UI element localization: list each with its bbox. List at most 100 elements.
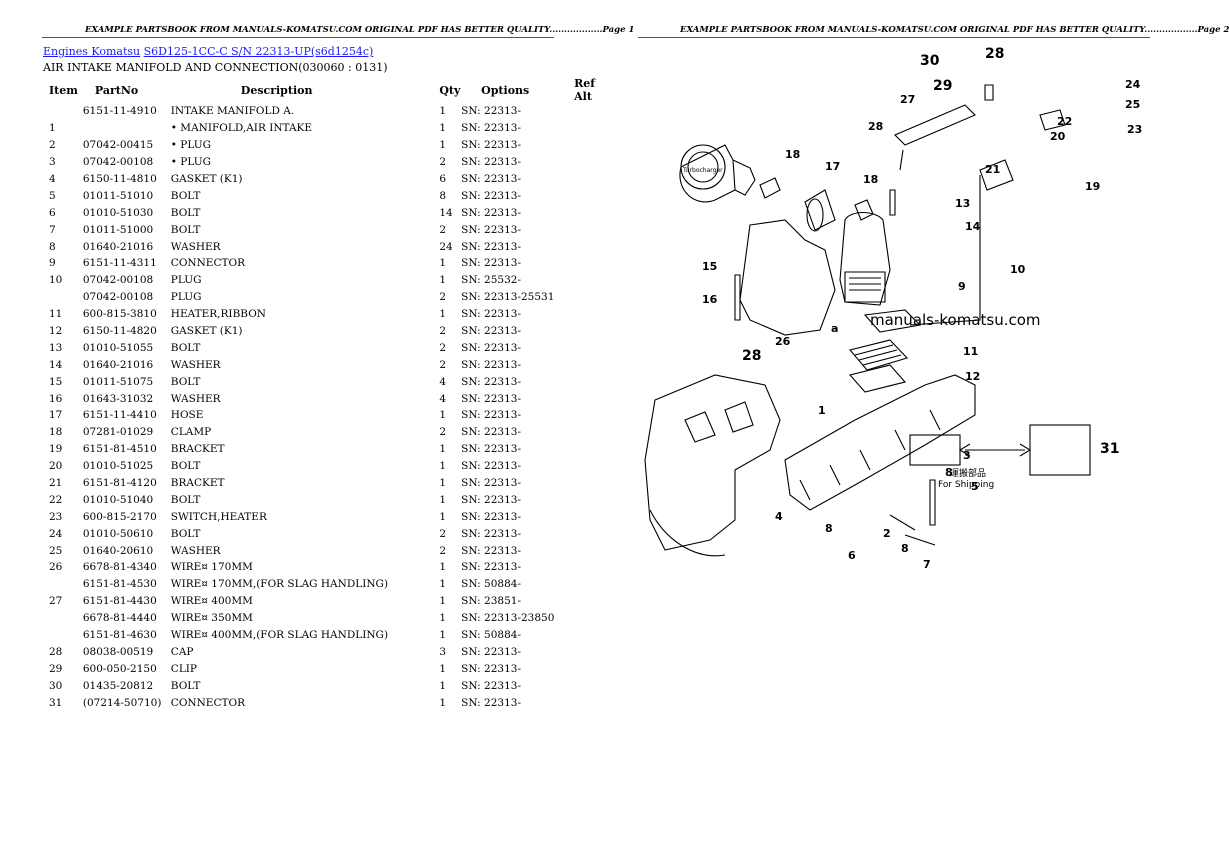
- cell-options: SN: 22313-: [461, 341, 521, 354]
- cell-description: WIRE¤ 170MM: [170, 561, 253, 574]
- breadcrumb: Engines Komatsu S6D125-1CC-C S/N 22313-U…: [43, 45, 373, 58]
- cell-item: 1: [49, 122, 56, 135]
- cell-partno: 6678-81-4340: [82, 561, 157, 574]
- cell-ref-alt: [568, 660, 595, 677]
- cell-partno: 6151-81-4630: [82, 629, 157, 642]
- cell-options: SN: 22313-: [461, 443, 521, 456]
- cell-qty: 1: [439, 595, 447, 608]
- cell-qty: 1: [439, 443, 447, 456]
- cell-description: CLAMP: [170, 426, 212, 439]
- cell-options: SN: 22313-: [461, 510, 521, 523]
- callout-label: 9: [958, 280, 966, 293]
- cell-qty: 2: [439, 156, 447, 169]
- cell-qty: 1: [439, 257, 447, 270]
- cell-partno: 01643-31032: [82, 392, 154, 405]
- cell-partno: 01010-51055: [82, 341, 154, 354]
- cell-qty: 1: [439, 561, 447, 574]
- cell-description: WIRE¤ 170MM,(FOR SLAG HANDLING): [170, 578, 389, 591]
- cell-ref-alt: [568, 289, 595, 306]
- callout-label: 18: [863, 173, 878, 186]
- cell-options: SN: 22313-: [461, 477, 521, 490]
- cell-options: SN: 50884-: [461, 629, 521, 642]
- cell-description: BOLT: [170, 223, 201, 236]
- cell-ref-alt: [568, 390, 595, 407]
- cell-item: 28: [49, 645, 63, 658]
- cell-qty: 1: [439, 578, 447, 591]
- column-header-qty: Qty: [439, 83, 461, 97]
- shipping-label-jp: 運搬部品: [950, 467, 986, 479]
- cell-partno: 6151-81-4120: [82, 477, 157, 490]
- cell-options: SN: 25532-: [461, 274, 521, 287]
- cell-options: SN: 22313-: [461, 240, 521, 253]
- cell-ref-alt: [568, 441, 595, 458]
- cell-qty: 4: [439, 392, 447, 405]
- cell-item: 20: [49, 460, 63, 473]
- callout-label: 7: [923, 558, 931, 571]
- cell-options: SN: 22313-: [461, 375, 521, 388]
- cell-partno: 07042-00108: [82, 291, 154, 304]
- cell-ref-alt: [568, 204, 595, 221]
- cell-item: [43, 576, 83, 593]
- cell-description: GASKET (K1): [170, 173, 243, 185]
- cell-ref-alt: [568, 407, 595, 424]
- cell-ref-alt: [568, 458, 595, 475]
- cell-ref-alt: [568, 542, 595, 559]
- cell-partno: 01010-50610: [82, 527, 154, 540]
- cell-qty: 8: [439, 189, 447, 202]
- cell-partno: 6678-81-4440: [82, 612, 157, 625]
- cell-qty: 1: [439, 122, 447, 135]
- cell-ref-alt: [568, 221, 595, 238]
- cell-ref-alt: [568, 593, 595, 610]
- cell-qty: 3: [439, 645, 447, 658]
- callout-label: 3: [963, 449, 971, 462]
- cell-item: 21: [49, 477, 63, 490]
- cell-ref-alt: [568, 424, 595, 441]
- cell-ref-alt: [568, 306, 595, 323]
- cell-item: 29: [49, 662, 63, 675]
- cell-description: WIRE¤ 400MM: [170, 595, 253, 608]
- callout-label: 8: [825, 522, 833, 535]
- breadcrumb-link-model[interactable]: S6D125-1CC-C S/N 22313-UP(s6d1254c): [143, 45, 374, 58]
- parts-list-page: EXAMPLE PARTSBOOK FROM MANUALS-KOMATSU.C…: [0, 0, 634, 842]
- cell-item: 14: [49, 358, 63, 371]
- callout-label: 22: [1057, 115, 1072, 128]
- cell-qty: 2: [439, 223, 447, 236]
- cell-partno: 6150-11-4810: [82, 173, 157, 185]
- cell-item: [43, 289, 83, 306]
- cell-item: 19: [49, 443, 63, 456]
- cell-item: 7: [49, 223, 56, 236]
- cell-options: SN: 22313-: [461, 662, 521, 675]
- breadcrumb-link-engines[interactable]: Engines Komatsu: [43, 45, 141, 58]
- cell-ref-alt: [568, 255, 595, 272]
- cell-partno: 01010-51025: [82, 460, 154, 473]
- cell-qty: 1: [439, 679, 447, 692]
- cell-item: 11: [49, 308, 63, 321]
- column-header-ref-alt: Ref Alt: [574, 77, 595, 103]
- cell-qty: 1: [439, 460, 447, 473]
- section-title: AIR INTAKE MANIFOLD AND CONNECTION(03006…: [43, 61, 388, 74]
- cell-qty: 1: [439, 308, 447, 321]
- cell-qty: 4: [439, 375, 447, 388]
- cell-item: [43, 103, 83, 120]
- cell-item: 31: [49, 696, 63, 709]
- cell-partno: 6151-81-4510: [82, 443, 157, 456]
- cell-ref-alt: [568, 373, 595, 390]
- cell-item: 4: [49, 173, 56, 185]
- cell-description: BOLT: [170, 189, 201, 202]
- cell-item: 9: [49, 257, 56, 270]
